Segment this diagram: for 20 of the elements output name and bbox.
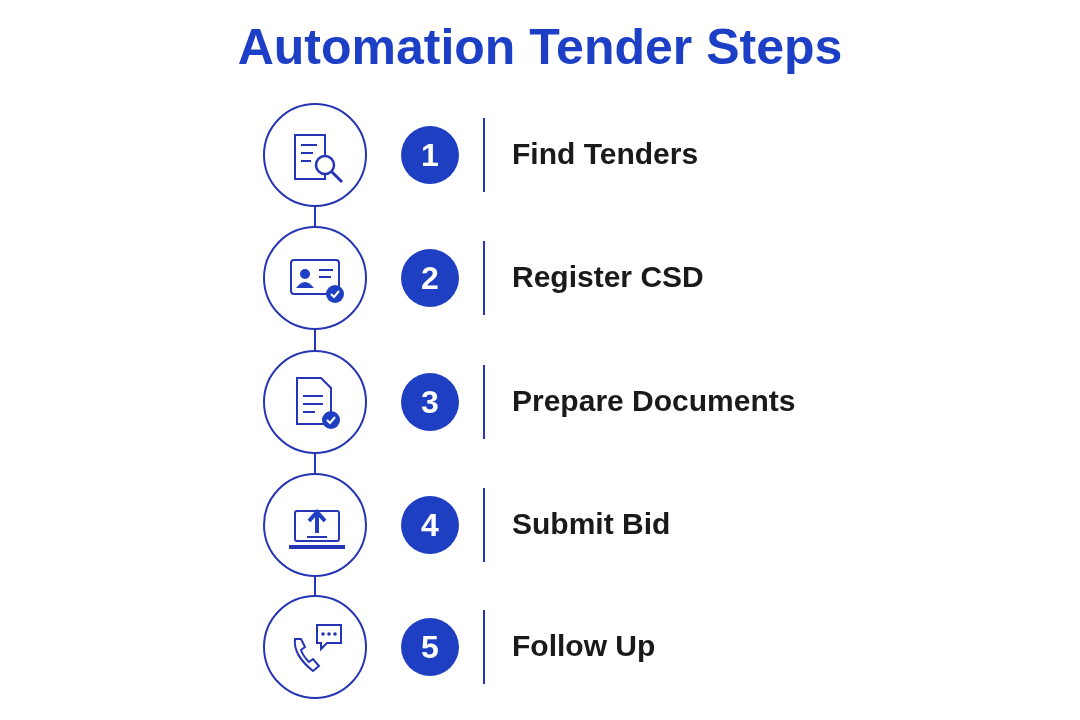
icon-circle <box>263 350 367 454</box>
step-label: Submit Bid <box>512 507 671 541</box>
connector-line <box>314 576 316 596</box>
icon-circle <box>263 473 367 577</box>
connector-line <box>314 329 316 351</box>
step-number: 5 <box>401 618 459 676</box>
connector-line <box>314 206 316 227</box>
title: Automation Tender Steps <box>237 19 843 75</box>
step-label: Find Tenders <box>512 137 699 171</box>
step-label: Follow Up <box>512 629 656 663</box>
step-number: 2 <box>401 249 459 307</box>
connector-line <box>314 453 316 474</box>
step-number: 3 <box>401 373 459 431</box>
step-number: 1 <box>401 126 459 184</box>
icon-circle <box>263 595 367 699</box>
step-label: Register CSD <box>512 260 704 294</box>
step-number: 4 <box>401 496 459 554</box>
icon-circle <box>263 103 367 207</box>
icon-circle <box>263 226 367 330</box>
step-label: Prepare Documents <box>512 384 796 418</box>
